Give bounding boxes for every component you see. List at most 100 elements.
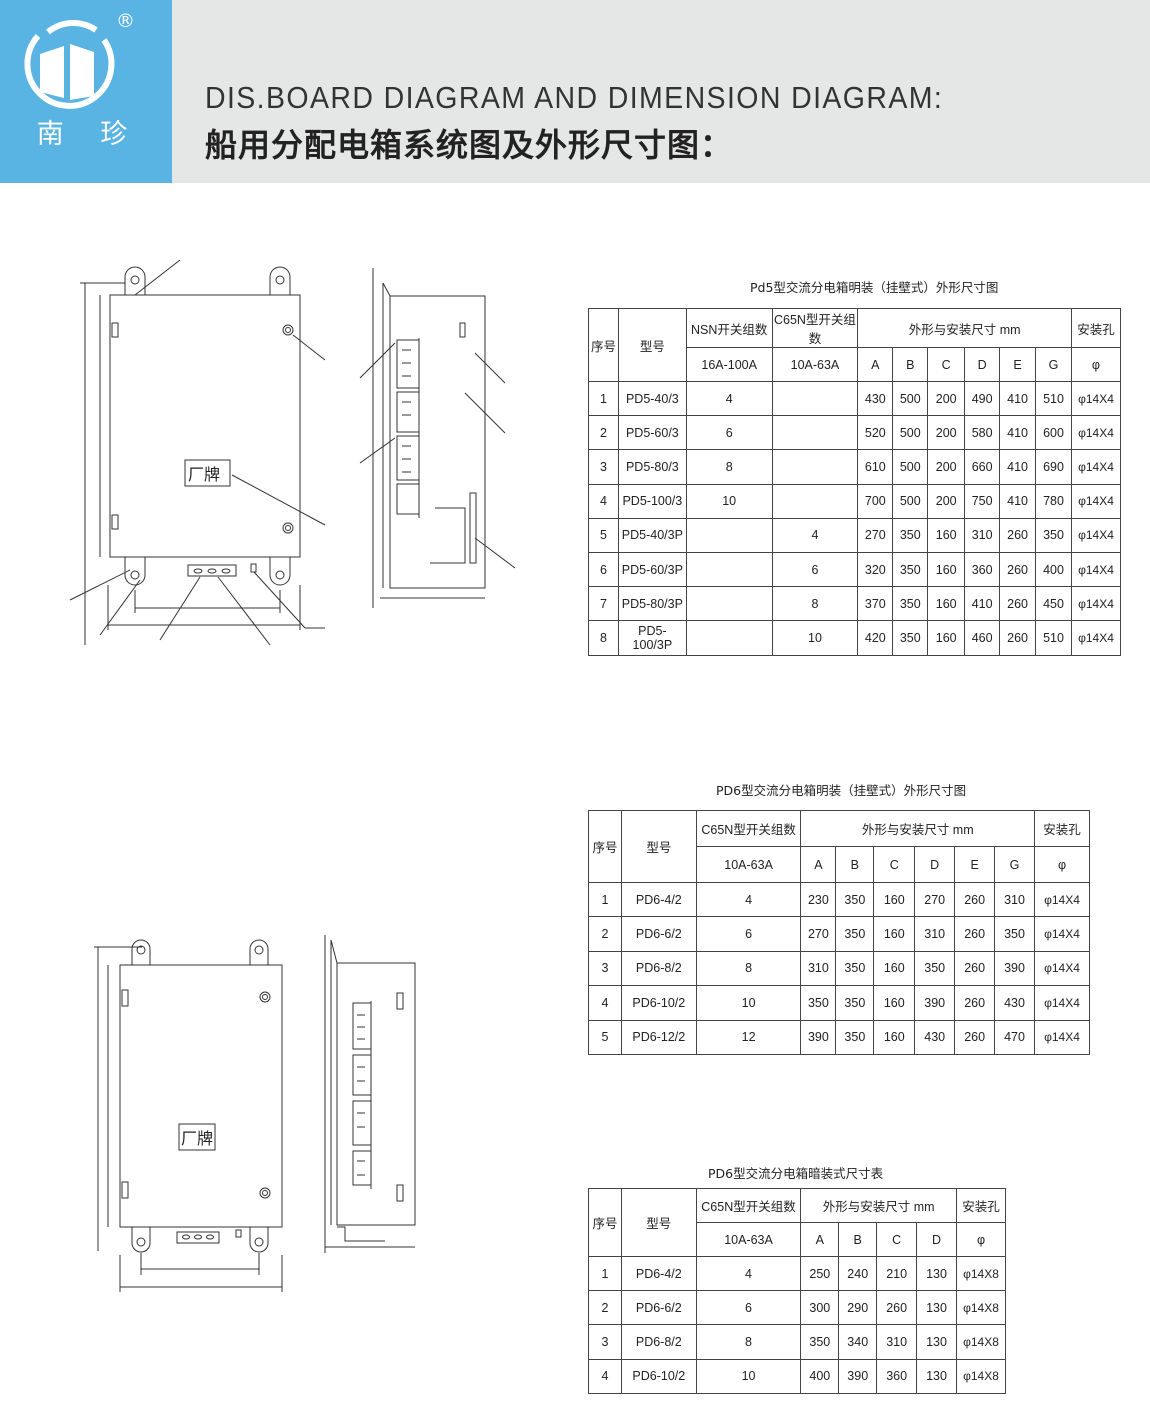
table2-caption: PD6型交流分电箱明装（挂壁式）外形尺寸图 — [716, 783, 967, 798]
row-dim-d: 310 — [964, 517, 1001, 553]
header-index: 序号 — [588, 1188, 622, 1257]
header-hole: 安装孔 — [956, 1188, 1006, 1223]
row-mounting-hole: φ14X8 — [956, 1358, 1006, 1394]
row-dim-b: 340 — [838, 1324, 878, 1360]
row-index: 1 — [588, 881, 622, 918]
row-dim-c: 160 — [873, 950, 916, 987]
header-col-e: E — [954, 846, 996, 883]
row-dim-d: 490 — [964, 380, 1001, 417]
row-dim-b: 500 — [892, 449, 929, 485]
header-col-b: B — [838, 1222, 878, 1257]
row-nsn-count: 10 — [685, 483, 773, 519]
pd5-side-view-drawing — [359, 268, 516, 608]
row-dim-b: 500 — [892, 380, 929, 417]
row-dim-c: 160 — [873, 1019, 916, 1055]
row-dim-d: 270 — [914, 881, 956, 918]
row-dim-a: 300 — [800, 1290, 840, 1326]
row-mounting-hole: φ14X8 — [956, 1255, 1006, 1292]
row-model: PD6-8/2 — [620, 1324, 697, 1360]
row-index: 4 — [588, 985, 622, 1021]
row-dim-a: 350 — [800, 985, 837, 1021]
row-dim-g: 510 — [1035, 620, 1072, 656]
header-col-c: C — [876, 1222, 918, 1257]
row-mounting-hole: φ14X4 — [1034, 950, 1090, 987]
row-dim-g: 310 — [994, 881, 1035, 918]
row-dim-c: 160 — [927, 517, 966, 553]
row-mounting-hole: φ14X4 — [1034, 881, 1090, 918]
row-dim-g: 600 — [1035, 415, 1072, 451]
header-col-c: C — [873, 846, 916, 883]
row-model: PD5-100/3P — [617, 620, 687, 656]
row-nsn-count: 8 — [685, 449, 773, 485]
row-c65n-count: 6 — [695, 1290, 802, 1326]
row-dim-a: 700 — [857, 483, 894, 519]
row-c65n-count: 4 — [771, 517, 859, 553]
row-model: PD5-60/3P — [617, 551, 687, 588]
row-c65n-count: 6 — [695, 916, 802, 952]
row-dim-g: 430 — [994, 985, 1035, 1021]
row-dim-g: 450 — [1035, 586, 1072, 622]
row-dim-b: 240 — [838, 1255, 878, 1292]
row-index: 2 — [588, 1290, 622, 1326]
header-dimensions: 外形与安装尺寸 mm — [857, 308, 1072, 348]
row-dim-d: 410 — [964, 586, 1001, 622]
header-index: 序号 — [588, 308, 619, 382]
row-dim-b: 500 — [892, 483, 929, 519]
row-dim-d: 390 — [914, 985, 956, 1021]
row-index: 2 — [588, 415, 619, 451]
row-mounting-hole: φ14X4 — [1070, 586, 1122, 622]
row-mounting-hole: φ14X8 — [956, 1324, 1006, 1360]
row-dim-a: 370 — [857, 586, 894, 622]
header-hole: 安装孔 — [1034, 810, 1090, 847]
row-dim-d: 580 — [964, 415, 1001, 451]
row-dim-a: 520 — [857, 415, 894, 451]
row-dim-e: 410 — [999, 483, 1037, 519]
header-col-d: D — [964, 347, 1001, 382]
header-col-g: G — [1035, 347, 1072, 382]
row-dim-a: 610 — [857, 449, 894, 485]
row-dim-d: 310 — [914, 916, 956, 952]
row-dim-g: 470 — [994, 1019, 1035, 1055]
row-dim-b: 350 — [892, 586, 929, 622]
header-model: 型号 — [617, 308, 687, 382]
brand-logo-icon — [24, 19, 115, 109]
header-col-b: B — [892, 347, 929, 382]
row-dim-c: 160 — [927, 551, 966, 588]
header-hole: 安装孔 — [1070, 308, 1122, 348]
header-col-a: A — [800, 1222, 840, 1257]
row-model: PD5-80/3P — [617, 586, 687, 622]
row-dim-a: 420 — [857, 620, 894, 656]
row-c65n-count: 8 — [695, 950, 802, 987]
row-dim-g: 510 — [1035, 380, 1072, 417]
row-model: PD5-60/3 — [617, 415, 687, 451]
row-dim-d: 130 — [916, 1290, 957, 1326]
pd5-dimension-table: 序号 型号 NSN开关组数 C65N型开关组数 外形与安装尺寸 mm 安装孔 1… — [588, 308, 1122, 656]
header-col-e: E — [999, 347, 1037, 382]
row-mounting-hole: φ14X4 — [1034, 916, 1090, 952]
row-dim-c: 160 — [927, 586, 966, 622]
row-dim-b: 350 — [835, 950, 875, 987]
row-mounting-hole: φ14X4 — [1034, 1019, 1090, 1055]
header-model: 型号 — [620, 810, 697, 883]
row-dim-c: 200 — [927, 380, 966, 417]
row-dim-c: 200 — [927, 483, 966, 519]
row-model: PD6-10/2 — [620, 985, 697, 1021]
row-c65n-count — [771, 449, 859, 485]
row-dim-a: 270 — [857, 517, 894, 553]
header-nsn: NSN开关组数 — [685, 308, 773, 348]
row-dim-c: 160 — [873, 985, 916, 1021]
row-c65n-count: 8 — [695, 1324, 802, 1360]
row-model: PD5-100/3 — [617, 483, 687, 519]
header-c65n-range: 10A-63A — [771, 347, 859, 382]
row-c65n-count: 6 — [771, 551, 859, 588]
row-dim-d: 130 — [916, 1255, 957, 1292]
row-dim-d: 660 — [964, 449, 1001, 485]
